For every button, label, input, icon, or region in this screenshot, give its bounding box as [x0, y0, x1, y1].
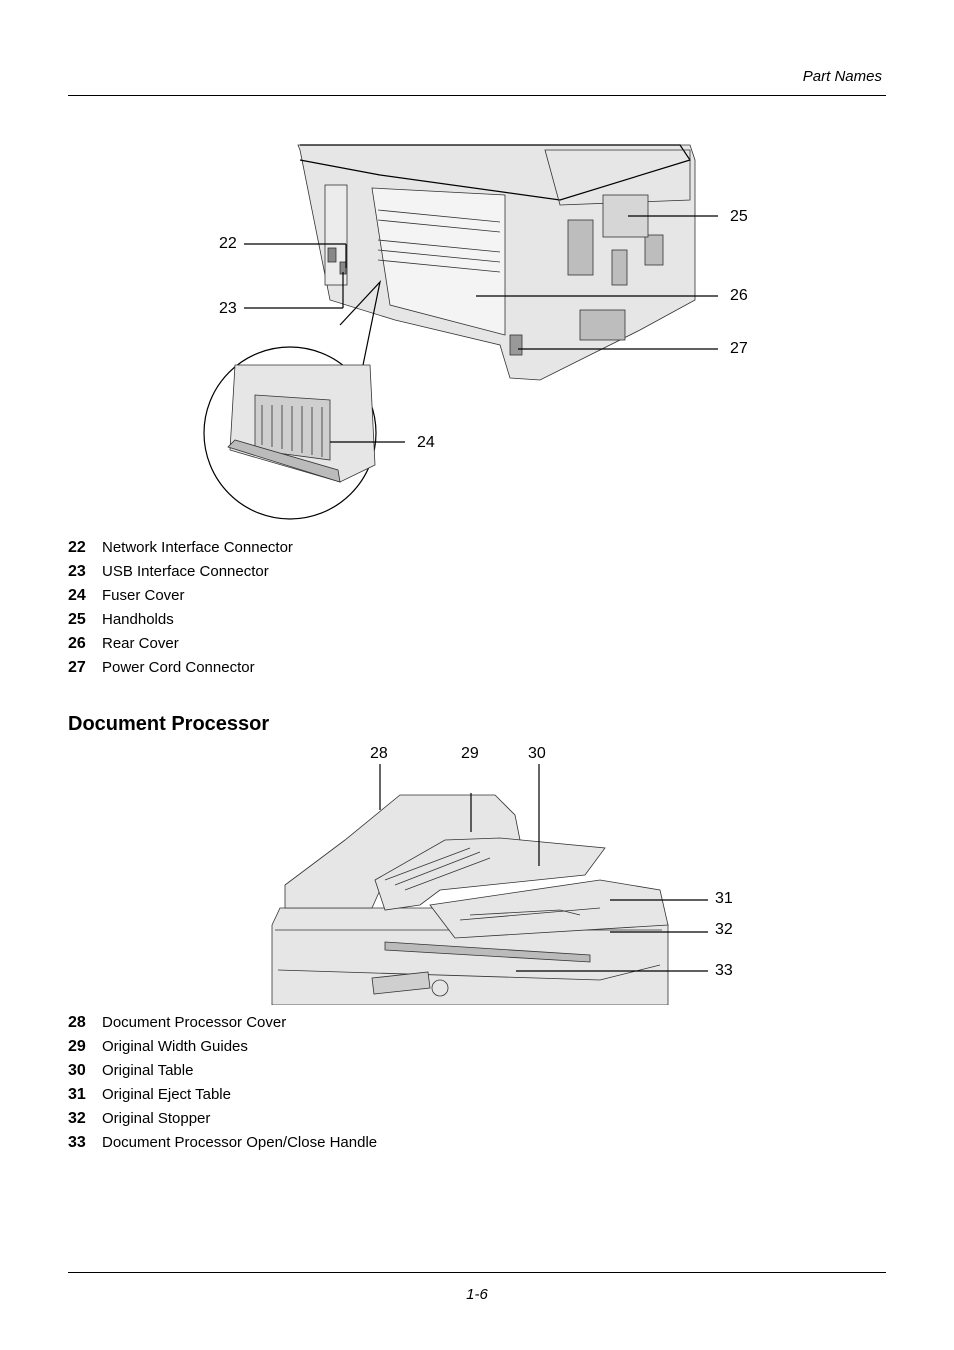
legend-label: Document Processor Cover: [102, 1014, 287, 1031]
callout-33: 33: [715, 962, 733, 979]
legend-number: 22: [68, 539, 86, 556]
callout-30: 30: [528, 745, 546, 762]
legend-label: Network Interface Connector: [102, 539, 293, 556]
footer-rule: [68, 1272, 886, 1273]
callout-22: 22: [219, 235, 237, 252]
legend-item: 32 Original Stopper: [68, 1107, 377, 1131]
legend-item: 26 Rear Cover: [68, 632, 293, 656]
legend-number: 24: [68, 587, 86, 604]
callout-32: 32: [715, 921, 733, 938]
callout-28: 28: [370, 745, 388, 762]
legend-item: 33 Document Processor Open/Close Handle: [68, 1131, 377, 1155]
legend-number: 33: [68, 1134, 86, 1151]
legend-label: Original Width Guides: [102, 1038, 248, 1055]
callout-31: 31: [715, 890, 733, 907]
legend-number: 32: [68, 1110, 86, 1127]
legend-label: Original Eject Table: [102, 1086, 231, 1103]
legend-label: Original Table: [102, 1062, 194, 1079]
legend-label: Document Processor Open/Close Handle: [102, 1134, 378, 1151]
legend-number: 29: [68, 1038, 86, 1055]
legend-label: Rear Cover: [102, 635, 179, 652]
legend-number: 26: [68, 635, 86, 652]
legend-label: USB Interface Connector: [102, 563, 269, 580]
parts-legend-document-processor: 28 Document Processor Cover 29 Original Wi…: [68, 1011, 377, 1155]
document-processor-illustration: [271, 764, 708, 1005]
running-header: Part Names: [802, 68, 882, 85]
callout-24: 24: [417, 434, 435, 451]
callout-26: 26: [730, 287, 748, 304]
legend-item: 23 USB Interface Connector: [68, 560, 293, 584]
header-rule: [68, 95, 886, 96]
legend-number: 25: [68, 611, 86, 628]
callout-25: 25: [730, 208, 748, 225]
rear-view-illustration: [203, 144, 718, 520]
legend-number: 23: [68, 563, 86, 580]
section-title: Document Processor: [68, 713, 270, 735]
legend-number: 30: [68, 1062, 86, 1079]
legend-number: 27: [68, 659, 86, 676]
legend-item: 30 Original Table: [68, 1059, 377, 1083]
legend-item: 29 Original Width Guides: [68, 1035, 377, 1059]
legend-label: Power Cord Connector: [102, 659, 255, 676]
page-number: 1-6: [466, 1286, 488, 1303]
legend-item: 31 Original Eject Table: [68, 1083, 377, 1107]
parts-legend-rear: 22 Network Interface Connector 23 USB Inte…: [68, 536, 293, 680]
legend-item: 22 Network Interface Connector: [68, 536, 293, 560]
legend-item: 24 Fuser Cover: [68, 584, 293, 608]
callout-29: 29: [461, 745, 479, 762]
legend-item: 27 Power Cord Connector: [68, 656, 293, 680]
legend-number: 31: [68, 1086, 86, 1103]
legend-number: 28: [68, 1014, 86, 1031]
legend-item: 25 Handholds: [68, 608, 293, 632]
legend-label: Handholds: [102, 611, 174, 628]
legend-item: 28 Document Processor Cover: [68, 1011, 377, 1035]
callout-27: 27: [730, 340, 748, 357]
callout-23: 23: [219, 300, 237, 317]
legend-label: Original Stopper: [102, 1110, 211, 1127]
legend-label: Fuser Cover: [102, 587, 185, 604]
